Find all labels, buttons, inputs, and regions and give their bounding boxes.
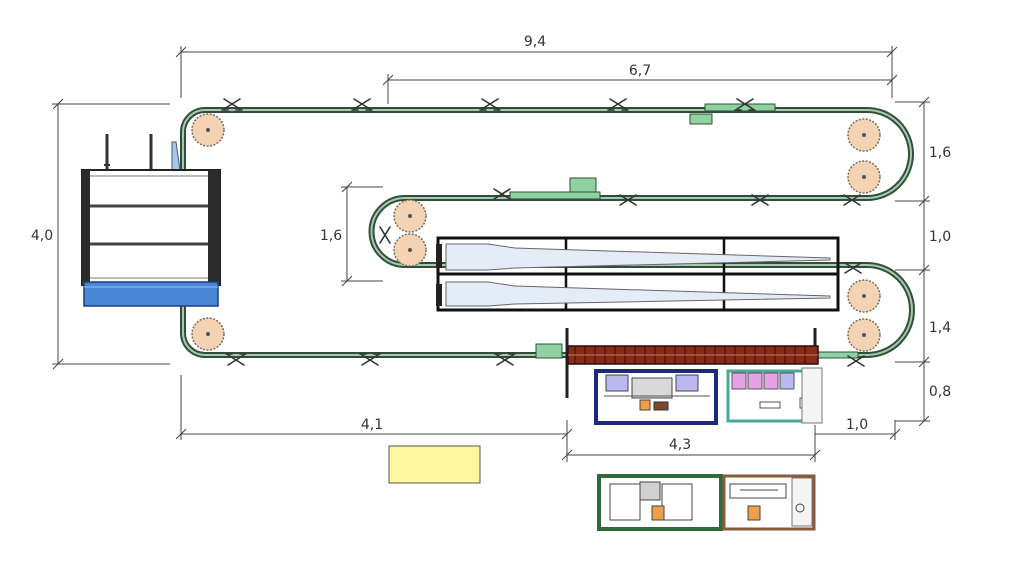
carrier-marker xyxy=(225,353,247,366)
carrier-marker xyxy=(351,98,373,111)
rack-blue-base xyxy=(83,281,219,307)
conveyor-track xyxy=(180,107,915,358)
dim-label-right-section-4: 0,8 xyxy=(929,384,951,400)
carrier-marker xyxy=(479,98,501,111)
carriers xyxy=(221,98,865,367)
carrier-marker xyxy=(379,226,391,244)
dim-label-right-section-3: 1,4 xyxy=(929,320,951,336)
track-fittings xyxy=(509,103,859,359)
tooling-rails xyxy=(436,236,840,312)
dim-label-bottom-left: 4,1 xyxy=(361,417,383,433)
carrier-marker xyxy=(844,262,862,274)
dimension-lines xyxy=(52,46,930,462)
dim-label-total-length: 9,4 xyxy=(524,34,546,50)
loading-rack xyxy=(81,134,221,307)
carrier-marker xyxy=(843,194,861,206)
carrier-marker xyxy=(619,194,637,206)
carrier-marker xyxy=(493,188,511,200)
carrier-marker xyxy=(751,194,769,206)
carrier-marker xyxy=(734,98,756,111)
dim-label-right-section-1: 1,6 xyxy=(929,145,951,161)
dim-label-inner-length: 6,7 xyxy=(629,63,651,79)
dim-label-right-section-2: 1,0 xyxy=(929,229,951,245)
carrier-marker xyxy=(847,355,865,367)
carrier-marker xyxy=(221,98,243,111)
bottom-stations xyxy=(597,474,816,531)
carrier-marker xyxy=(607,98,629,111)
yellow-area xyxy=(388,445,481,484)
dim-label-total-height: 4,0 xyxy=(31,228,53,244)
dim-label-inner-loop-height: 1,6 xyxy=(320,228,342,244)
carrier-marker xyxy=(359,353,381,366)
dim-label-bottom-right: 1,0 xyxy=(846,417,868,433)
carrier-marker xyxy=(494,353,516,366)
winding-station xyxy=(565,328,823,425)
dimension-labels: 9,4 6,7 4,0 1,6 1,6 1,0 1,4 0,8 4,1 4,3 … xyxy=(31,34,951,453)
dim-label-bottom-machine: 4,3 xyxy=(669,437,691,453)
sprockets xyxy=(191,113,881,352)
